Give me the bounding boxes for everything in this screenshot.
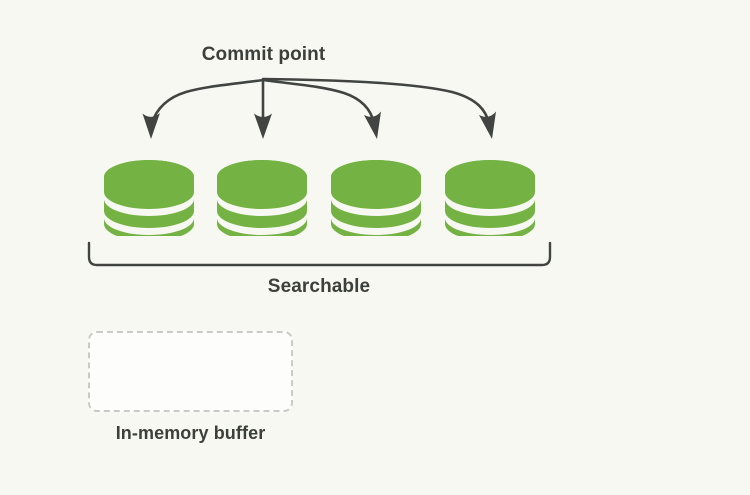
commit-arrows-group (142, 77, 496, 139)
arrowhead-4 (479, 111, 496, 139)
commit-point-label: Commit point (201, 44, 326, 65)
segment-4[interactable] (445, 160, 535, 241)
commit-arrow-3 (261, 78, 381, 139)
searchable-label: Searchable (267, 276, 371, 297)
commit-arrow-1 (142, 78, 265, 139)
segment-2[interactable] (217, 160, 307, 241)
arrowhead-3 (364, 111, 381, 139)
segment-3[interactable] (331, 160, 421, 241)
arrowhead-1 (142, 113, 160, 139)
segments-group (104, 160, 535, 241)
commit-arrow-4 (261, 77, 496, 139)
searchable-bracket (87, 241, 552, 267)
in-memory-buffer-box[interactable] (88, 331, 293, 412)
segment-1[interactable] (104, 160, 194, 241)
arrowhead-2 (254, 113, 272, 139)
in-memory-buffer-label: In-memory buffer (115, 423, 266, 443)
commit-arrow-2 (254, 78, 272, 139)
